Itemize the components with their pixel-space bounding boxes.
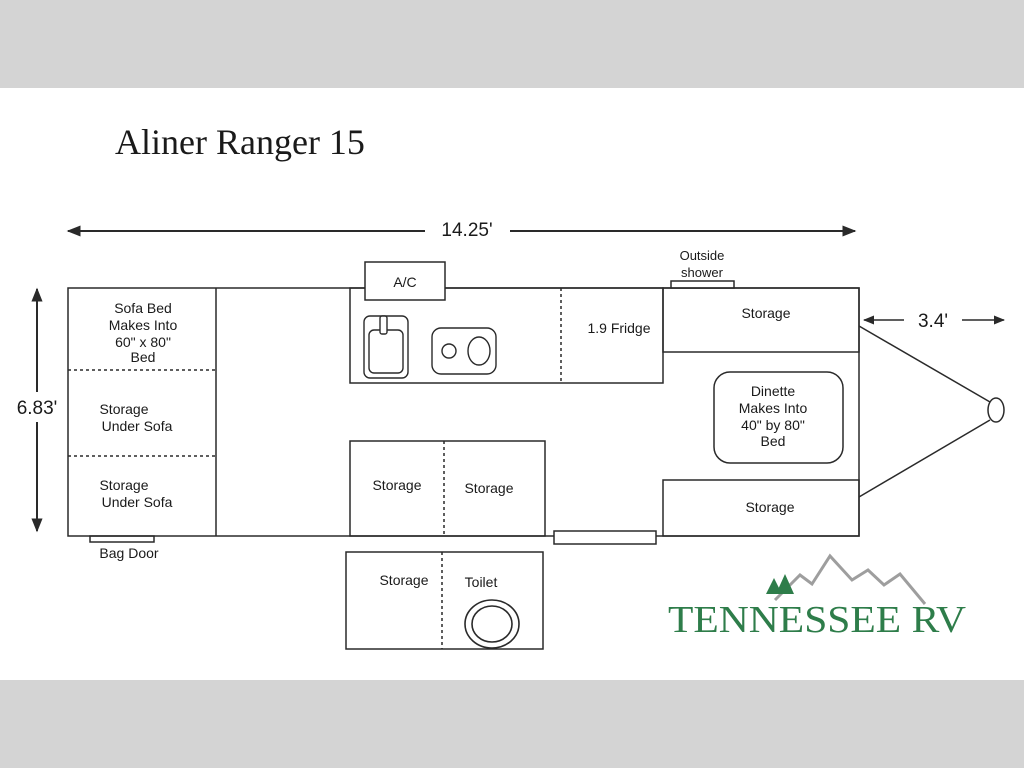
sink-icon bbox=[363, 315, 409, 379]
tongue-dimension: 3.4' bbox=[862, 311, 1006, 332]
sofa-bed-label-3: 60" x 80" bbox=[115, 334, 171, 350]
length-dimension: 14.25' bbox=[66, 220, 857, 241]
fridge-label: 1.9 Fridge bbox=[587, 320, 650, 336]
sofa-bed-label-2: Makes Into bbox=[109, 317, 178, 333]
plan-title: Aliner Ranger 15 bbox=[115, 122, 365, 162]
mountain-icon bbox=[773, 553, 927, 605]
storage-under-sofa-2-label-2: Under Sofa bbox=[102, 494, 173, 510]
stove-icon bbox=[431, 327, 497, 375]
dinette-label-2: Makes Into bbox=[739, 400, 808, 416]
outside-shower-label-2: shower bbox=[681, 265, 724, 280]
storage-front-bottom-label: Storage bbox=[745, 499, 794, 515]
width-label: 6.83' bbox=[17, 398, 58, 419]
outside-shower-label-1: Outside bbox=[680, 248, 725, 263]
ac-label: A/C bbox=[393, 274, 416, 290]
storage-front-top-label: Storage bbox=[741, 305, 790, 321]
dinette-label-3: 40" by 80" bbox=[741, 417, 805, 433]
logo-text: TENNESSEE RV bbox=[668, 599, 967, 641]
sofa-bed-label-1: Sofa Bed bbox=[114, 300, 172, 316]
dinette-label-4: Bed bbox=[761, 433, 786, 449]
toilet-icon bbox=[464, 599, 520, 649]
storage-under-sofa-1-label-1: Storage bbox=[99, 401, 148, 417]
storage-mid-right-label: Storage bbox=[464, 480, 513, 496]
length-label: 14.25' bbox=[441, 220, 492, 241]
width-dimension: 6.83' bbox=[17, 287, 58, 533]
trailer-body bbox=[67, 261, 1005, 650]
tongue-label: 3.4' bbox=[918, 311, 948, 332]
bottom-band bbox=[0, 680, 1024, 768]
storage-mid-left-label: Storage bbox=[372, 477, 421, 493]
dinette-label-1: Dinette bbox=[751, 383, 796, 399]
sofa-bed-label-4: Bed bbox=[131, 349, 156, 365]
storage-under-sofa-1-label-2: Under Sofa bbox=[102, 418, 173, 434]
storage-under-sofa-2-label-1: Storage bbox=[99, 477, 148, 493]
toilet-label: Toilet bbox=[465, 574, 498, 590]
bag-door-label: Bag Door bbox=[99, 545, 158, 561]
tree-icon bbox=[766, 574, 794, 594]
storage-bath-label: Storage bbox=[379, 572, 428, 588]
floorplan-paper bbox=[0, 88, 1024, 680]
tennessee-rv-logo: TENNESSEE RV bbox=[668, 553, 967, 641]
top-band bbox=[0, 0, 1024, 88]
